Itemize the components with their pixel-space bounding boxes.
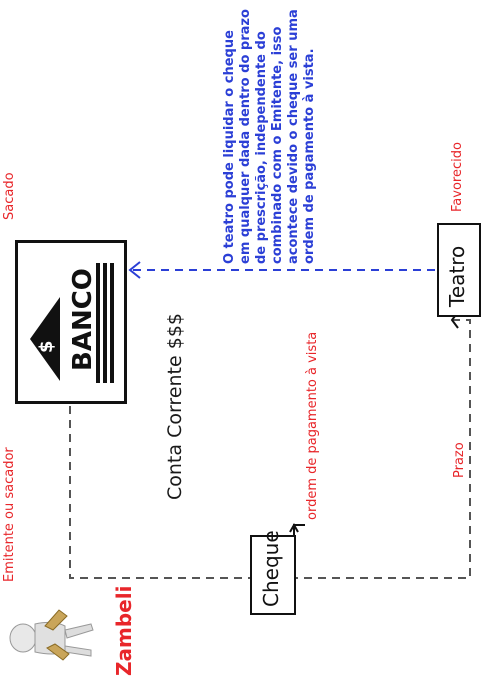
ordem-label: ordem de pagamento à vista (305, 331, 320, 520)
dollar-sign: $ (36, 340, 57, 353)
note-line: combinado com o Emitente, isso (270, 26, 285, 264)
cheque-box: Cheque (250, 530, 296, 615)
note-line: ordem de pagamento à vista. (302, 48, 317, 264)
bank-logo-icon (30, 263, 114, 383)
teatro-box: Teatro (437, 223, 481, 317)
conta-corrente-label: Conta Corrente $$$ (164, 312, 186, 500)
note-line: de prescrição, independente do (254, 31, 269, 264)
person-holding-money-icon (9, 609, 94, 661)
sacado-label: Sacado (2, 172, 17, 220)
note-line: O teatro pode liquidar o cheque (222, 30, 237, 264)
note-line: em qualquer dada dentro do prazo (238, 9, 253, 264)
explanatory-note: O teatro pode liquidar o cheque em qualq… (222, 9, 318, 264)
note-line: acontece devido o cheque ser uma (286, 9, 301, 264)
banco-arrowhead (128, 261, 141, 279)
teatro-label: Teatro (445, 245, 469, 307)
prazo-label: Prazo (452, 442, 467, 478)
favorecido-label: Favorecido (450, 142, 465, 212)
banco-label: BANCO (68, 268, 98, 371)
emitente-label: Emitente ou sacador (2, 447, 17, 582)
zambeli-label: Zambeli (112, 585, 136, 676)
cheque-bent-arrowhead (289, 522, 299, 533)
banco-box: BANCO $ (15, 240, 127, 404)
cheque-label: Cheque (259, 530, 283, 607)
